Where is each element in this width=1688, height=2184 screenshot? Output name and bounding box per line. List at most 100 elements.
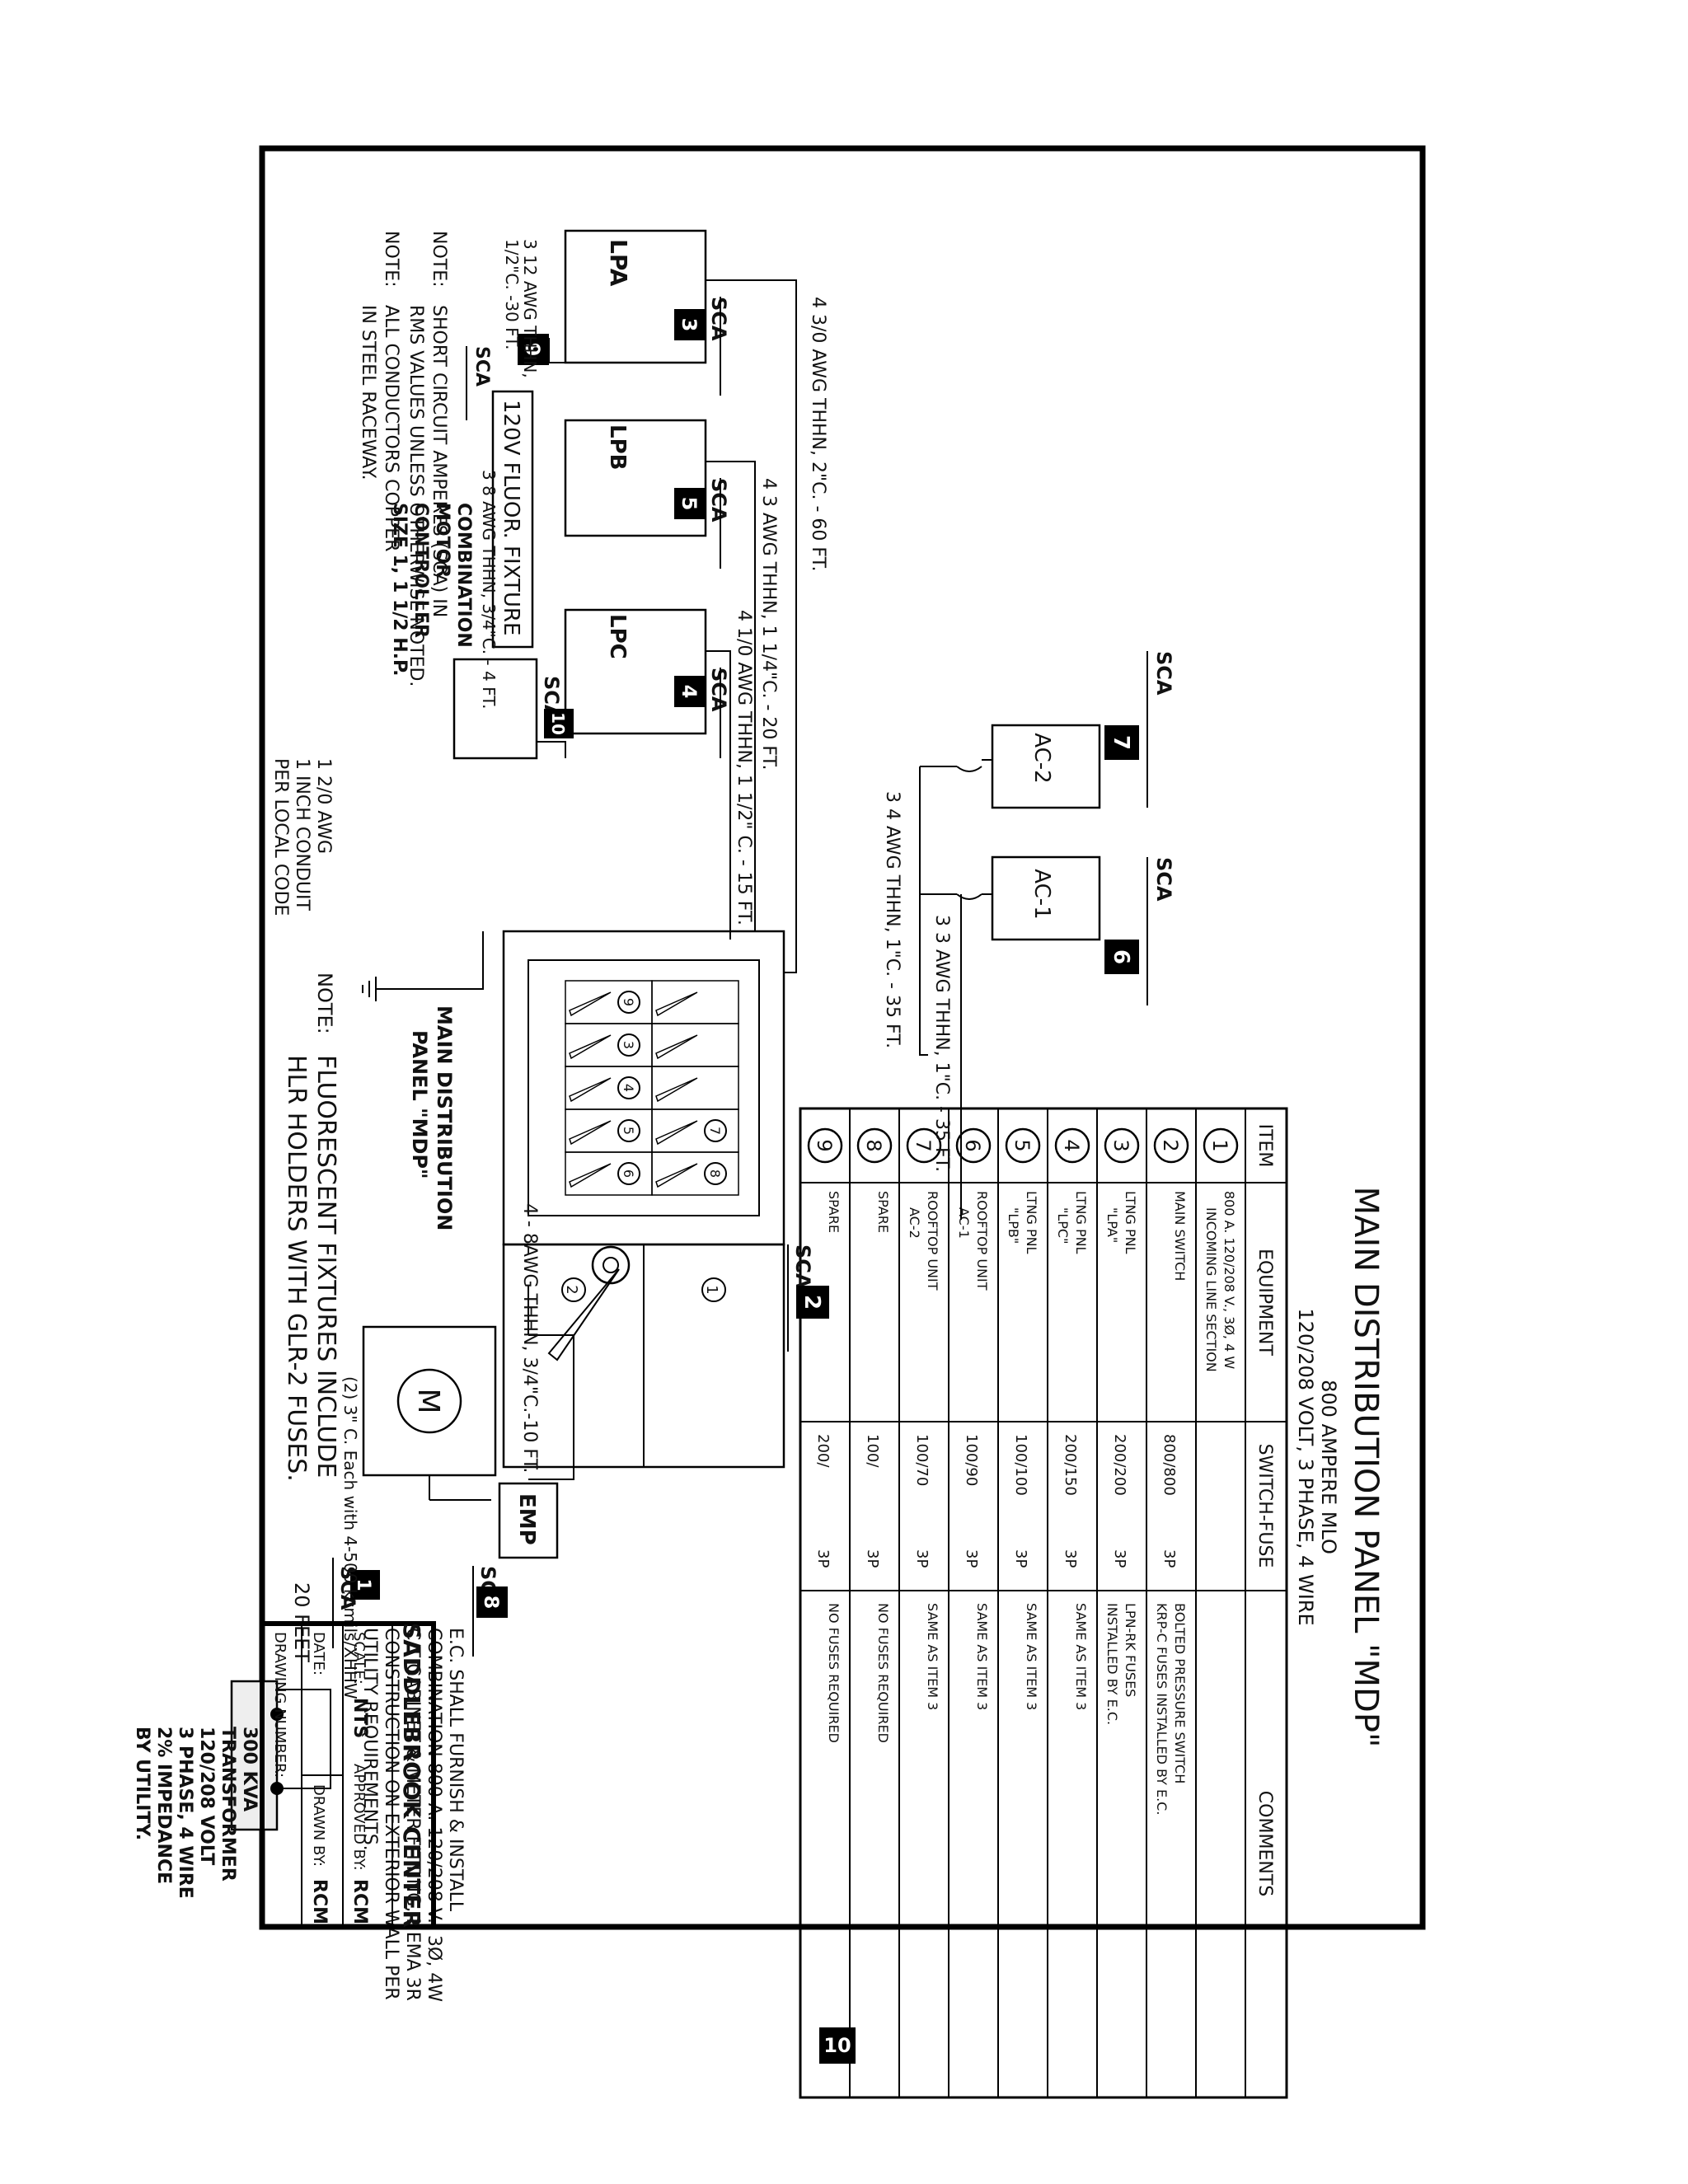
row-item: 5 [1010, 1139, 1034, 1151]
approved-label: APPROVED BY: [350, 1764, 368, 1871]
transformer-note-line: TRANSFORMER [218, 1727, 238, 1882]
row-item: 8 [862, 1139, 885, 1151]
branch-circle-7 [704, 1119, 727, 1142]
branch-label: 6 [621, 1169, 636, 1178]
svg-text:2: 2 [799, 1295, 824, 1310]
row-equipment: SPARE [826, 1191, 842, 1233]
approved-value: RCM [349, 1879, 370, 1924]
row-item: 6 [961, 1139, 984, 1151]
motor-feed-label: 3 8 AWG THHN, 3/4"C. - 4 FT. [479, 470, 499, 709]
branch-circle-8 [704, 1162, 727, 1185]
header-item: ITEM [1254, 1124, 1275, 1168]
lighting-panels: LPA 3 SCA LPB 5 SCA LPC 4 SCA SCA [536, 229, 730, 758]
badge-7 [1104, 725, 1139, 760]
branch-label: 7 [707, 1127, 723, 1135]
branch-label: 5 [621, 1127, 636, 1135]
lpc-label: LPC [605, 614, 630, 659]
lpb-feed-label: 4 3 AWG THHN, 1 1/4"C. - 20 FT. [758, 478, 779, 770]
row-equipment: LTNG PNL [1123, 1191, 1138, 1254]
badge-3 [674, 309, 706, 340]
row-item: 4 [1060, 1139, 1083, 1151]
header-equipment: EQUIPMENT [1254, 1249, 1275, 1356]
row-comments: SAME AS ITEM 3 [974, 1603, 990, 1710]
row-poles: 3P [1111, 1549, 1128, 1568]
emp-note-line: UTILITY REQUIREMENTS. [359, 1628, 380, 1851]
motor-line-2: MOTOR [432, 503, 452, 578]
row-switch: 100/100 [1012, 1434, 1029, 1496]
page-number: 10 [823, 2034, 851, 2057]
sca-lpa: SCA [707, 297, 730, 341]
sca-main: SCA [791, 1244, 814, 1289]
date-label: DATE: [310, 1632, 327, 1675]
drawn-label: DRAWN BY: [310, 1784, 327, 1867]
row-switch: 200/150 [1062, 1434, 1079, 1496]
table-title: MAIN DISTRIBUTION PANEL "MDP" [1347, 1187, 1385, 1748]
table-frame [799, 1107, 1288, 2099]
header-comments: COMMENTS [1254, 1791, 1275, 1896]
row-comments: LPN-RK FUSES [1123, 1603, 1138, 1697]
row-item: 9 [813, 1139, 836, 1151]
row-equipment-2: "LPA" [1104, 1207, 1120, 1243]
lpc-feed-label: 4 1/0 AWG THHN, 1 1/2" C. - 15 FT. [734, 610, 754, 926]
row-equipment-2: "LPC" [1055, 1207, 1071, 1244]
sca-lpc: SCA [707, 668, 730, 712]
mdp-branch-section [502, 930, 785, 1246]
row-switch: 800/800 [1160, 1434, 1178, 1496]
row-comments: SAME AS ITEM 3 [1024, 1603, 1039, 1710]
lpc-box [564, 608, 707, 735]
emp-feed-label: 4 - 8AWG THHN, 3/4"C.-10 FT. [519, 1203, 540, 1473]
item-circle-9 [807, 1127, 843, 1164]
row-equipment: LTNG PNL [1024, 1191, 1039, 1254]
main-section-1-circle [701, 1277, 726, 1302]
svg-text:M: M [411, 1388, 445, 1413]
item-circle-6 [955, 1127, 992, 1164]
lpa-feed-label: 4 3/0 AWG THHN, 2"C. - 60 FT. [808, 297, 828, 571]
row-equipment: 800 A. 120/208 V., 3Ø, 4 W [1221, 1191, 1237, 1369]
row-comments: SAME AS ITEM 3 [925, 1603, 940, 1710]
page-number-badge [819, 2027, 856, 2064]
row-equipment-2: "LPB" [1006, 1207, 1021, 1244]
note-1-line-1: SHORT CIRCUIT AMPERES (SCA) IN [429, 305, 449, 617]
row-switch: 200/ [814, 1434, 832, 1468]
badge-2 [796, 1286, 829, 1319]
table-subtitle-2: 120/208 VOLT, 3 PHASE, 4 WIRE [1294, 1308, 1317, 1625]
row-equipment: ROOFTOP UNIT [974, 1191, 990, 1291]
note-1-line-2: RMS VALUES UNLESS OTHERWISE NOTED. [406, 305, 426, 687]
row-item: 1 [1208, 1139, 1231, 1151]
note-2-line-2: IN STEEL RACEWAY. [358, 305, 378, 480]
mdp-label: MAIN DISTRIBUTION [433, 1005, 456, 1230]
sca-ac2: SCA [1152, 651, 1175, 696]
main-section-2-circle [561, 1277, 586, 1302]
row-poles: 3P [1012, 1549, 1029, 1568]
note-3-line-1: FLUORESCENT FIXTURES INCLUDE [312, 1055, 340, 1478]
badge-5 [674, 488, 706, 519]
branch-label: 3 [621, 1041, 636, 1049]
drawing-border [259, 145, 1426, 1930]
emp-note-line: CONSTRUCTION ON EXTERIOR WALL PER [381, 1628, 401, 2000]
lpa-label: LPA [605, 239, 632, 287]
row-equipment: MAIN SWITCH [1172, 1191, 1188, 1281]
motor-line-4: SIZE 1, 1 1/2 H.P. [389, 503, 410, 676]
row-poles: 3P [1160, 1549, 1178, 1568]
row-switch: 100/70 [913, 1434, 931, 1486]
badge-6 [1104, 940, 1139, 974]
svg-text:3: 3 [678, 318, 701, 332]
fixture-feed-1: 3 12 AWG THHN, [520, 239, 540, 378]
svg-text:7: 7 [1109, 735, 1133, 750]
svg-text:1: 1 [353, 1578, 373, 1591]
fixture-box [491, 390, 534, 649]
item-circle-5 [1005, 1127, 1041, 1164]
item-circle-3 [1104, 1127, 1140, 1164]
row-comments: SAME AS ITEM 3 [1073, 1603, 1089, 1710]
row-comments: NO FUSES REQUIRED [875, 1603, 891, 1743]
motor-line-3: CONTROLLER [410, 503, 431, 638]
svg-text:10: 10 [548, 712, 568, 735]
rotated-drawing: MAIN DISTRIBUTION PANEL "MDP" 800 AMPERE… [132, 229, 1385, 2099]
transformer-note-line: 300 KVA [239, 1727, 260, 1811]
item-circle-2 [1153, 1127, 1189, 1164]
row-poles: 3P [814, 1549, 832, 1568]
note-1-label: NOTE: [429, 231, 449, 288]
row-switch: 100/90 [963, 1434, 980, 1486]
